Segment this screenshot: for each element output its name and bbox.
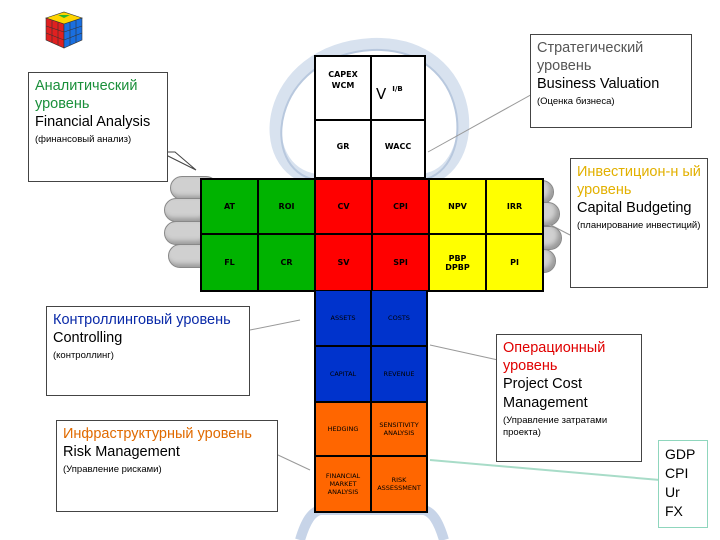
- callout-title: Аналитический уровень: [35, 78, 138, 112]
- callout-english: Capital Budgeting: [577, 200, 692, 216]
- grid-cell-pbp-dpbp: PBP DPBP: [430, 235, 487, 290]
- head-cell-wacc: WACC: [384, 142, 412, 151]
- callout-english: Project Cost Management: [503, 376, 588, 411]
- grid-cell-fl: FL: [202, 235, 259, 290]
- body-cell-revenue: REVENUE: [372, 347, 426, 403]
- callout-strategic: Стратегический уровень Business Valuatio…: [530, 34, 692, 128]
- cube-logo-icon: [42, 10, 86, 50]
- callout-title: Инвестицион-н ый уровень: [577, 164, 701, 198]
- grid-cell-spi: SPI: [373, 235, 430, 290]
- callout-control: Контроллинговый уровень Controlling (кон…: [46, 306, 250, 396]
- body-cell-sensitivity: SENSITIVITY ANALYSIS: [372, 403, 426, 457]
- body-cell-costs: COSTS: [372, 291, 426, 347]
- grid-cell-npv: NPV: [430, 180, 487, 235]
- body-cell-capital: CAPITAL: [316, 347, 372, 403]
- grid-cell-cr: CR: [259, 235, 316, 290]
- callout-english: Financial Analysis: [35, 114, 151, 130]
- callout-russian: (Управление рисками): [63, 464, 162, 475]
- callout-russian: (Оценка бизнеса): [537, 96, 615, 107]
- grid-cell-pi: PI: [487, 235, 542, 290]
- callout-title: Операционный уровень: [503, 340, 606, 374]
- macro-indicators-box: GDP CPI Ur FX: [658, 440, 708, 528]
- callout-invest: Инвестицион-н ый уровень Capital Budgeti…: [570, 158, 708, 288]
- callout-english: Business Valuation: [537, 76, 660, 92]
- callout-russian: (планирование инвестиций): [577, 220, 701, 231]
- grid-cell-cv: CV: [316, 180, 373, 235]
- callout-title: Стратегический уровень: [537, 40, 644, 74]
- macro-item: Ur: [665, 484, 680, 500]
- body-cell-risk-assessment: RISK ASSESSMENT: [372, 457, 426, 511]
- body-cell-financial-market: FINANCIAL MARKET ANALYSIS: [316, 457, 372, 511]
- macro-item: GDP: [665, 446, 696, 462]
- body-cell-assets: ASSETS: [316, 291, 372, 347]
- callout-oper: Операционный уровень Project Cost Manage…: [496, 334, 642, 462]
- macro-item: CPI: [665, 465, 689, 481]
- callout-russian: (Управление затратами проекта): [503, 415, 608, 438]
- body-grid: ASSETS COSTS CAPITAL REVENUE HEDGING SEN…: [314, 291, 428, 513]
- macro-item: FX: [665, 503, 683, 519]
- callout-title: Инфраструктурный уровень: [63, 426, 252, 442]
- callout-english: Risk Management: [63, 444, 180, 460]
- callout-infra: Инфраструктурный уровень Risk Management…: [56, 420, 278, 512]
- grid-cell-irr: IRR: [487, 180, 542, 235]
- callout-title: Контроллинговый уровень: [53, 312, 231, 328]
- grid-cell-cpi: CPI: [373, 180, 430, 235]
- callout-analytic: Аналитический уровень Financial Analysis…: [28, 72, 168, 182]
- callout-english: Controlling: [53, 330, 123, 346]
- head-cell-gr: GR: [336, 142, 350, 151]
- grid-cell-sv: SV: [316, 235, 373, 290]
- callout-russian: (финансовый анализ): [35, 134, 132, 145]
- head-cell-capex-wcm: CAPEX WCM: [328, 70, 358, 90]
- grid-cell-at: AT: [202, 180, 259, 235]
- callout-russian: (контроллинг): [53, 350, 114, 361]
- body-cell-hedging: HEDGING: [316, 403, 372, 457]
- grid-cell-roi: ROI: [259, 180, 316, 235]
- arms-grid: AT ROI CV CPI NPV IRR FL CR SV SPI PBP D…: [200, 178, 544, 292]
